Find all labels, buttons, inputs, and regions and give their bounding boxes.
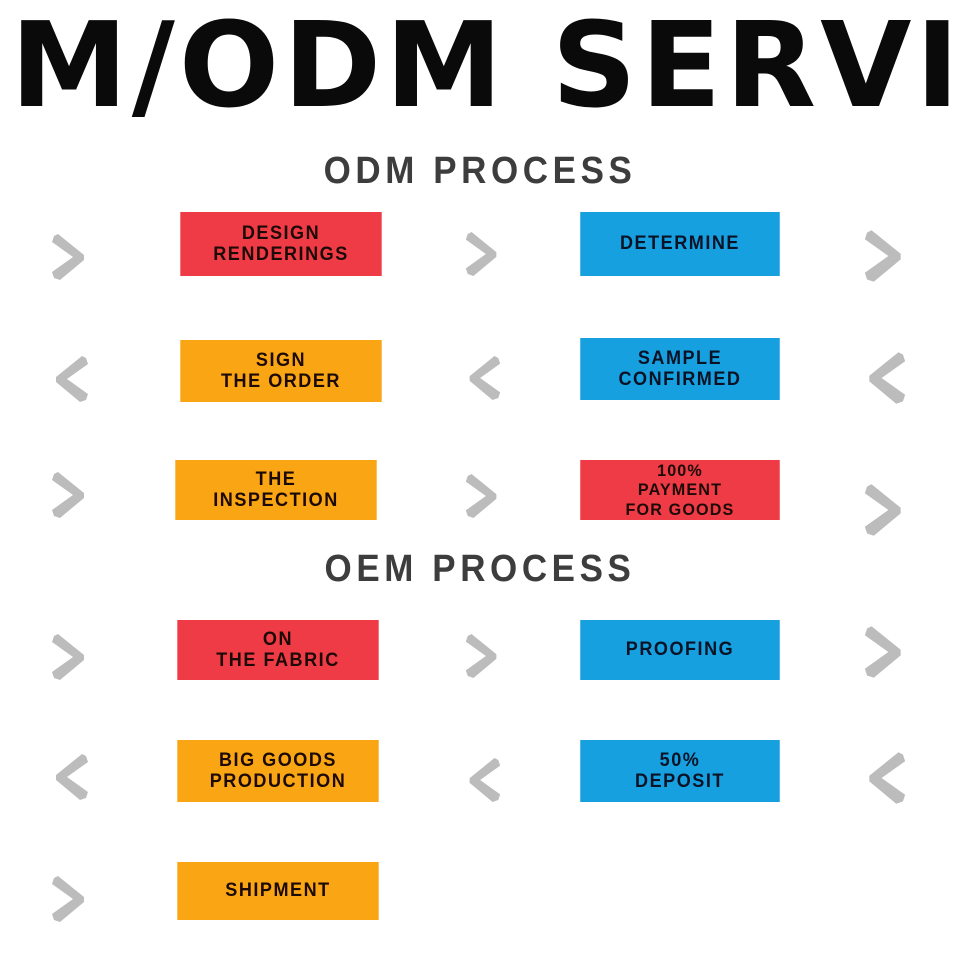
process-box-sign-the-order[interactable]: SIGN THE ORDER — [180, 340, 382, 402]
process-row-odm-1: DESIGN RENDERINGS DETERMINE — [0, 212, 960, 312]
process-box-line: INSPECTION — [213, 490, 339, 511]
process-row-odm-2: SIGN THE ORDER SAMPLE CONFIRMED — [0, 334, 960, 434]
section-heading-odm: ODM PROCESS — [323, 150, 637, 192]
process-box-line: PRODUCTION — [209, 771, 347, 792]
banner: OEM/ODM SERVICE — [0, 0, 960, 140]
process-box-sample-confirmed[interactable]: SAMPLE CONFIRMED — [580, 338, 780, 400]
process-box-line: SAMPLE — [637, 347, 723, 369]
process-box-line: SHIPMENT — [225, 880, 331, 902]
process-box-50-percent-deposit[interactable]: 50% DEPOSIT — [580, 740, 780, 802]
process-box-determine[interactable]: DETERMINE — [580, 212, 780, 276]
process-box-line: THE FABRIC — [216, 650, 340, 671]
process-box-shipment[interactable]: SHIPMENT — [177, 862, 379, 920]
page-title: OEM/ODM SERVICE — [0, 0, 960, 134]
process-box-line: DEPOSIT — [635, 771, 725, 792]
process-box-line: PROOFING — [625, 639, 735, 661]
process-box-line: 100% — [657, 461, 703, 481]
process-box-line: THE ORDER — [221, 371, 341, 392]
process-box-big-goods-production[interactable]: BIG GOODS PRODUCTION — [177, 740, 379, 802]
process-box-line: SIGN — [255, 349, 307, 371]
process-box-proofing[interactable]: PROOFING — [580, 620, 780, 680]
process-row-oem-1: ON THE FABRIC PROOFING — [0, 612, 960, 712]
process-box-line: DETERMINE — [620, 233, 740, 255]
process-box-line: ON — [262, 628, 294, 650]
process-box-100-percent-payment-for-goods[interactable]: 100% PAYMENT FOR GOODS — [580, 460, 780, 520]
process-row-odm-3: THE INSPECTION 100% PAYMENT FOR GOODS — [0, 452, 960, 552]
process-box-line: RENDERINGS — [213, 244, 349, 265]
process-box-line: CONFIRMED — [618, 369, 742, 390]
process-box-line: THE — [255, 468, 297, 490]
process-box-the-inspection[interactable]: THE INSPECTION — [175, 460, 377, 520]
process-box-line: PAYMENT — [637, 480, 723, 500]
process-box-line: 50% — [659, 749, 701, 771]
process-box-line: BIG GOODS — [218, 749, 337, 771]
process-row-oem-3: SHIPMENT — [0, 856, 960, 956]
process-box-line: DESIGN — [241, 222, 321, 244]
process-row-oem-2: BIG GOODS PRODUCTION 50% DEPOSIT — [0, 734, 960, 834]
process-box-on-the-fabric[interactable]: ON THE FABRIC — [177, 620, 379, 680]
process-box-design-renderings[interactable]: DESIGN RENDERINGS — [180, 212, 382, 276]
process-box-line: FOR GOODS — [625, 499, 735, 519]
section-heading-oem: OEM PROCESS — [324, 548, 636, 590]
